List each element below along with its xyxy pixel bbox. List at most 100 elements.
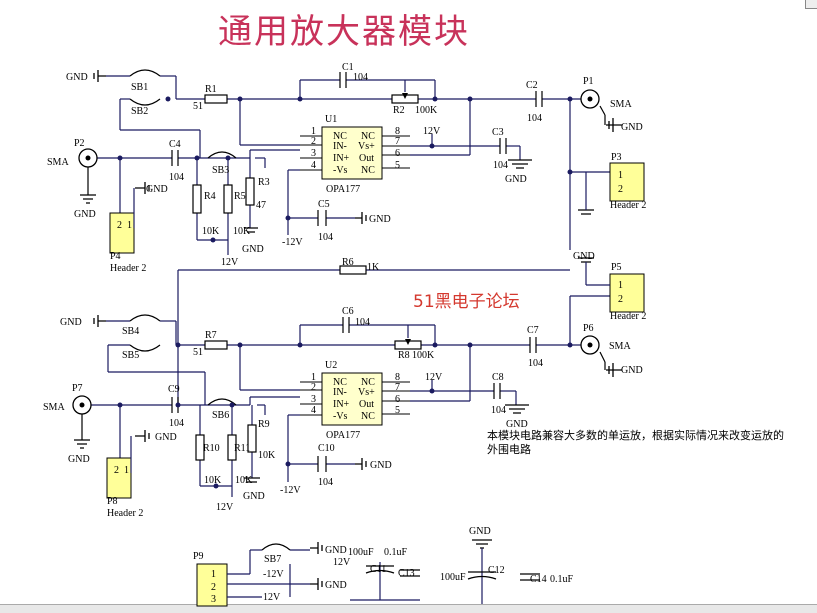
label-v10k: 10K	[235, 475, 253, 486]
label-c2: C2	[526, 80, 538, 91]
label-p6: P6	[583, 323, 594, 334]
label-n2: 2	[618, 184, 623, 195]
label-v12: 12V	[263, 592, 281, 603]
label-v1k: 1K	[367, 262, 380, 273]
label-gnd: GND	[155, 432, 177, 443]
label-vm12: -12V	[280, 485, 301, 496]
label-r1: R1	[205, 84, 217, 95]
label-nc: NC	[361, 165, 375, 176]
label-n3: 3	[311, 148, 316, 159]
label-c9: C9	[168, 384, 180, 395]
amp1-wires	[96, 75, 610, 405]
label-r7: R7	[205, 330, 217, 341]
label-inp: IN+	[333, 399, 350, 410]
label-p3: P3	[611, 152, 622, 163]
label-n8: 8	[395, 372, 400, 383]
label-u2: U2	[325, 360, 337, 371]
opamp-u1	[300, 126, 410, 180]
label-n1: 1	[618, 280, 623, 291]
label-nc: NC	[333, 131, 347, 142]
label-u1: U1	[325, 114, 337, 125]
potentiometer-arrows	[402, 93, 411, 345]
label-n1: 1	[618, 170, 623, 181]
label-p1: P1	[583, 76, 594, 87]
label-sb7: SB7	[264, 554, 281, 565]
label-n5: 5	[395, 405, 400, 416]
label-n2: 2	[311, 136, 316, 147]
label-n6: 6	[395, 394, 400, 405]
label-out: Out	[359, 399, 374, 410]
label-inm: IN-	[333, 141, 347, 152]
label-n1: 1	[127, 220, 132, 231]
label-inm: IN-	[333, 387, 347, 398]
label-c4: C4	[169, 139, 181, 150]
label-v10k: 10K	[258, 450, 276, 461]
label-v01u: 0.1uF	[384, 547, 408, 558]
label-n8: 8	[395, 126, 400, 137]
label-header2: Header 2	[610, 200, 646, 211]
label-n1: 1	[311, 372, 316, 383]
label-c14: C14	[530, 574, 547, 585]
label-sma: SMA	[43, 402, 65, 413]
module-note: 本模块电路兼容大多数的单运放，根据实际情况来改变运放的外围电路	[487, 429, 784, 456]
label-v104: 104	[355, 317, 370, 328]
label-v47: 47	[256, 200, 266, 211]
label-v104: 104	[491, 405, 506, 416]
label-sb6: SB6	[212, 410, 229, 421]
sma-ground-leads	[81, 105, 606, 440]
label-r11: R11	[234, 443, 250, 454]
label-gnd: GND	[146, 184, 168, 195]
label-r10: R10	[203, 443, 220, 454]
label-sb3: SB3	[212, 165, 229, 176]
label-gnd: GND	[506, 419, 528, 430]
label-n4: 4	[311, 160, 316, 171]
label-gnd: GND	[621, 365, 643, 376]
label-sma: SMA	[47, 157, 69, 168]
label-c8: C8	[492, 372, 504, 383]
label-gnd: GND	[243, 491, 265, 502]
label-v12: 12V	[423, 126, 441, 137]
label-n4: 4	[311, 405, 316, 416]
label-gnd: GND	[370, 460, 392, 471]
label-gnd: GND	[60, 317, 82, 328]
label-v100u: 100uF	[348, 547, 374, 558]
label-v100k: 100K	[415, 105, 438, 116]
label-n1: 1	[124, 465, 129, 476]
label-vsm: -Vs	[333, 411, 348, 422]
label-sb2: SB2	[131, 106, 148, 117]
label-r3: R3	[258, 177, 270, 188]
label-v104: 104	[318, 232, 333, 243]
label-c13: C13	[398, 568, 415, 579]
window-corner	[805, 0, 817, 9]
label-gnd: GND	[68, 454, 90, 465]
label-n2: 2	[114, 465, 119, 476]
label-gnd: GND	[325, 580, 347, 591]
label-n6: 6	[395, 148, 400, 159]
label-v104: 104	[169, 172, 184, 183]
label-gnd: GND	[505, 174, 527, 185]
label-c12: C12	[488, 565, 505, 576]
label-r9: R9	[258, 419, 270, 430]
label-c3: C3	[492, 127, 504, 138]
label-gnd: GND	[74, 209, 96, 220]
label-v104: 104	[527, 113, 542, 124]
bottom-scrollbar[interactable]	[0, 604, 817, 613]
label-v51: 51	[193, 347, 203, 358]
junction-dots	[117, 96, 573, 489]
label-p9: P9	[193, 551, 204, 562]
label-header2: Header 2	[107, 508, 143, 519]
label-v12: 12V	[425, 372, 443, 383]
label-n7: 7	[395, 136, 400, 147]
label-n7: 7	[395, 382, 400, 393]
label-p5: P5	[611, 262, 622, 273]
label-c1: C1	[342, 62, 354, 73]
label-c11: C11	[370, 564, 386, 575]
header-connectors	[106, 162, 645, 607]
label-n3: 3	[311, 394, 316, 405]
label-c5: C5	[318, 199, 330, 210]
label-gnd: GND	[469, 526, 491, 537]
